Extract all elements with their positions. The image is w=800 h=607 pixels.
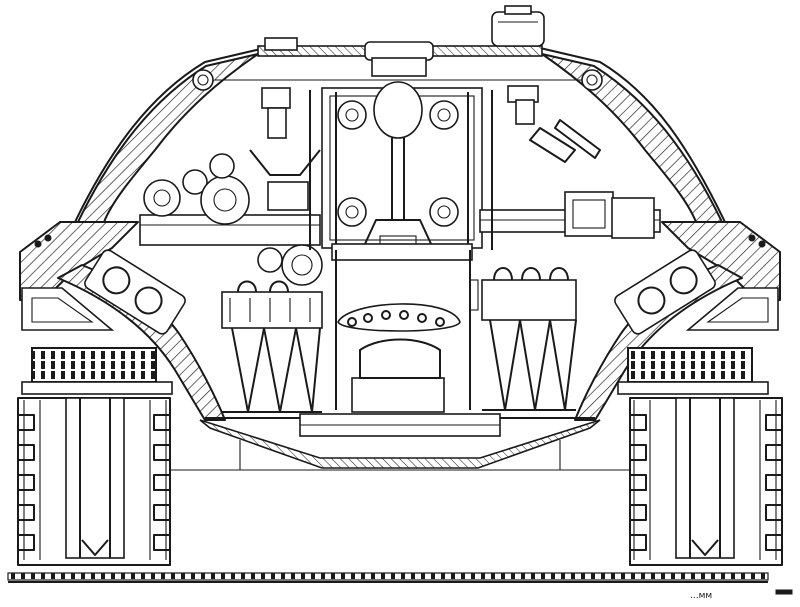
left-hatch xyxy=(264,37,298,51)
instrument-panel xyxy=(335,250,479,413)
intercom-drum xyxy=(281,244,323,286)
driver-seat xyxy=(351,377,445,413)
side-observation-devices xyxy=(34,234,766,335)
left-turret-machinery xyxy=(139,87,323,286)
road-wheel-left xyxy=(65,397,125,559)
track-left xyxy=(17,397,171,566)
fender-left xyxy=(21,347,173,395)
ammo-rack-left xyxy=(221,280,323,413)
hull-side-armour xyxy=(19,221,781,469)
ammo-rack-right xyxy=(481,267,577,411)
roof-fittings xyxy=(192,5,603,91)
elevation-wheel-upper-left xyxy=(337,100,367,130)
commander-cupola xyxy=(491,11,545,47)
fender-right xyxy=(617,347,769,395)
gun-breech-assembly xyxy=(321,81,483,261)
track-right xyxy=(629,397,783,566)
road-wheel-right xyxy=(675,397,735,559)
ground-line xyxy=(7,572,793,595)
figure-caption: ...мм xyxy=(690,591,712,601)
hull-floor xyxy=(170,413,630,471)
right-turret-machinery xyxy=(479,85,661,250)
